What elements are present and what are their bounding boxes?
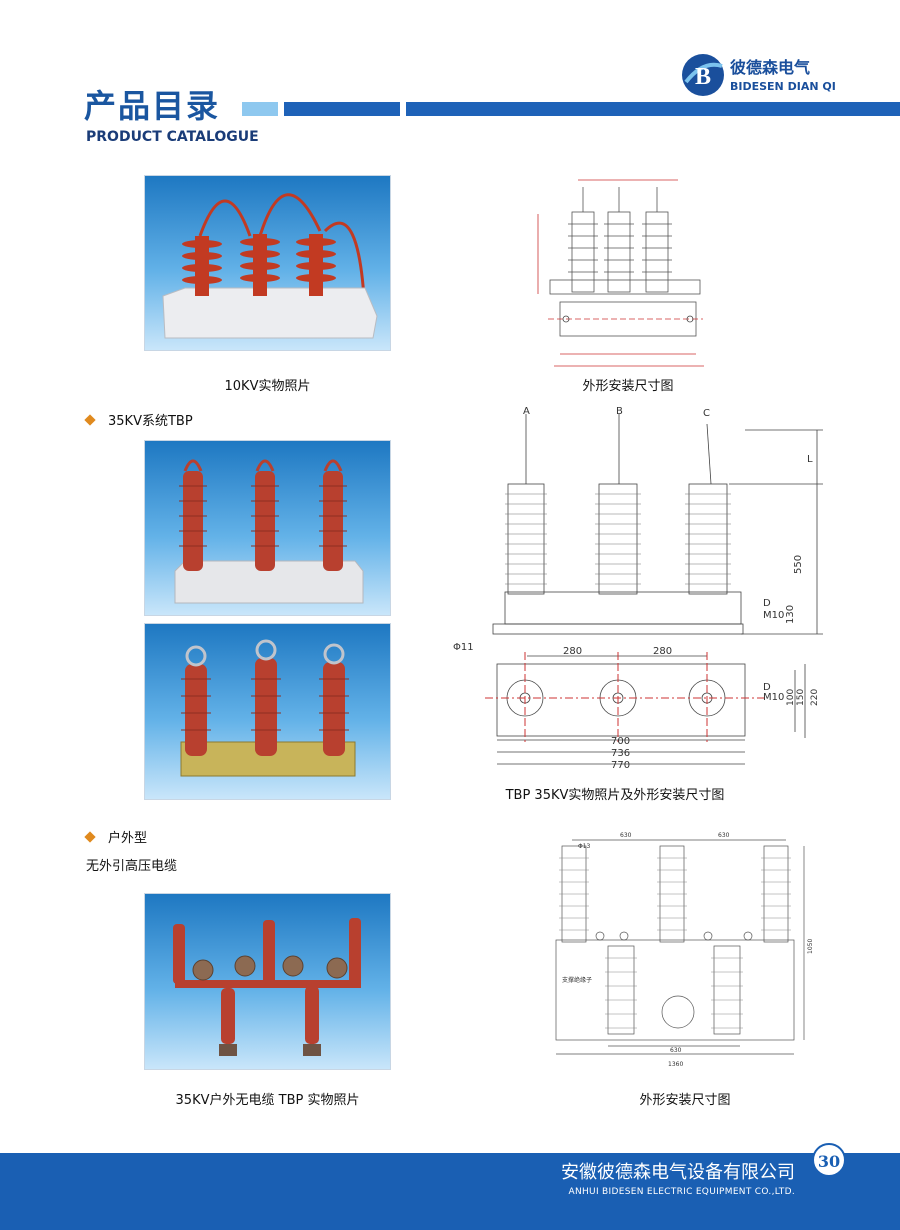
outdoor-dim-630b: 630 [718, 832, 730, 839]
drawing-tbp: A B C L 550 130 D M10 280 280 Φ11 D M10 … [445, 402, 835, 780]
page-number: 30 [812, 1143, 846, 1177]
footer-band [0, 1153, 900, 1230]
tbp-label-b: B [616, 406, 623, 417]
tbp-dim-280b: 280 [653, 646, 672, 657]
tbp-dim-280a: 280 [563, 646, 582, 657]
bullet-outdoor-label: 户外型 [108, 831, 148, 846]
tbp-caption: TBP 35KV实物照片及外形安装尺寸图 [505, 788, 725, 803]
tbp-dim-770: 770 [611, 760, 630, 771]
tbp-label-c: C [703, 408, 710, 419]
tbp-dim-700: 700 [611, 736, 630, 747]
company-logo-subtext: BIDESEN DIAN QI [730, 80, 836, 93]
tbp-label-d2: D [763, 682, 771, 693]
tbp-label-m10: M10 [763, 610, 784, 621]
footer-company-name: 安徽彼德森电气设备有限公司 [561, 1162, 795, 1183]
tbp-dim-550: 550 [793, 555, 804, 574]
outdoor-support-label: 支撑绝缘子 [562, 976, 592, 984]
photo-10kv [144, 175, 391, 351]
tbp-label-d: D [763, 598, 771, 609]
photo-tbp-1 [144, 440, 391, 616]
bullet-diamond-icon [84, 414, 96, 426]
header-bar-dark [284, 102, 400, 116]
drawing-10kv [528, 172, 728, 372]
footer-company-name-en: ANHUI BIDESEN ELECTRIC EQUIPMENT CO.,LTD… [568, 1187, 795, 1197]
photo-tbp-2 [144, 623, 391, 800]
outdoor-dim-1050: 1050 [807, 939, 814, 954]
header-bar-long [406, 102, 900, 116]
outdoor-photo-caption: 35KV户外无电缆 TBP 实物照片 [175, 1093, 360, 1108]
outdoor-dim-1360: 1360 [668, 1061, 683, 1068]
page-subtitle: PRODUCT CATALOGUE [86, 129, 259, 145]
tbp-label-l: L [807, 454, 813, 465]
outdoor-drawing-caption: 外形安装尺寸图 [639, 1093, 731, 1108]
tbp-dim-150: 150 [796, 689, 806, 706]
tbp-dim-100: 100 [786, 689, 796, 706]
outdoor-dim-phi: Φ13 [578, 843, 591, 850]
drawing-10kv-caption: 外形安装尺寸图 [582, 379, 674, 394]
bullet-tbp-label: 35KV系统TBP [108, 414, 193, 429]
tbp-dim-130: 130 [785, 605, 796, 624]
tbp-dim-736: 736 [611, 748, 630, 759]
outdoor-subtitle: 无外引高压电缆 [86, 859, 178, 874]
bullet-outdoor: 户外型 [84, 830, 148, 848]
drawing-outdoor: 630 630 Φ13 支撑绝缘子 630 1360 1050 [550, 828, 820, 1074]
tbp-label-m10b: M10 [763, 692, 784, 703]
bullet-diamond-icon [84, 831, 96, 843]
logo-letter: B [695, 64, 711, 90]
tbp-dim-220: 220 [810, 689, 820, 706]
outdoor-dim-630c: 630 [670, 1047, 682, 1054]
outdoor-dim-630a: 630 [620, 832, 632, 839]
company-logo-text: 彼德森电气 [730, 58, 811, 77]
photo-outdoor [144, 893, 391, 1070]
photo-10kv-caption: 10KV实物照片 [224, 379, 311, 394]
page-title: 产品目录 [84, 87, 221, 125]
company-logo-icon: B [680, 52, 726, 98]
tbp-dim-phi: Φ11 [453, 642, 474, 653]
header-bar-light [242, 102, 278, 116]
bullet-tbp: 35KV系统TBP [84, 413, 193, 431]
tbp-label-a: A [523, 406, 530, 417]
